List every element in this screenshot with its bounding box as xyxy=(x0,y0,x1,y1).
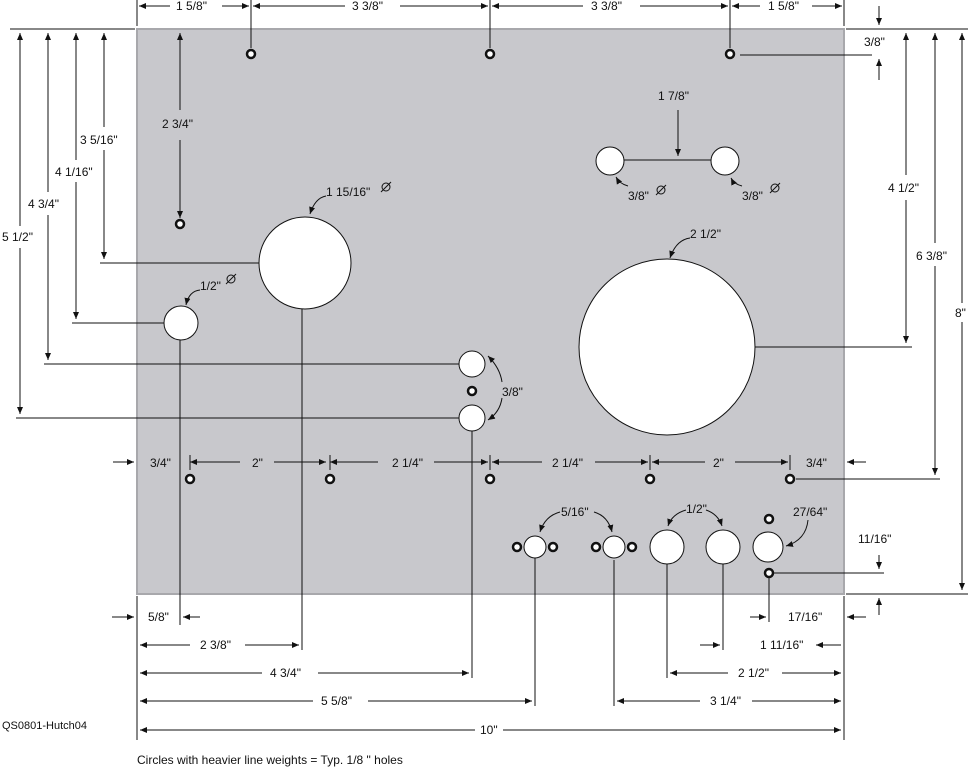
left-dim-3-5-16: 3 5/16" xyxy=(80,133,118,147)
drawing-id: QS0801-Hutch04 xyxy=(2,720,87,732)
bottom-dim-2-1-2: 2 1/2" xyxy=(738,666,769,680)
hole-eighth-bottom-4 xyxy=(626,541,638,553)
hole-eighth-row-4 xyxy=(644,473,656,485)
callout-stack-pair: 3/8" xyxy=(502,385,523,399)
hole-eighth-row-5 xyxy=(784,473,796,485)
callout-row-27-64: 27/64" xyxy=(793,505,827,519)
callout-big-left: 1 15/16" xyxy=(326,185,370,199)
left-dim-4-1-16: 4 1/16" xyxy=(55,165,93,179)
hole-pair-left xyxy=(595,146,625,176)
callout-pair-spacing: 1 7/8" xyxy=(658,89,689,103)
hole-eighth-row-1 xyxy=(184,473,196,485)
callout-small-left: 1/2" xyxy=(200,279,221,293)
mid-dim-3: 2 1/4" xyxy=(552,456,583,470)
bottom-dim-4-3-4: 4 3/4" xyxy=(270,666,301,680)
bottom-dim-17-16: 17/16" xyxy=(788,610,822,624)
hole-eighth-top-2 xyxy=(484,48,496,60)
hole-pair-right xyxy=(710,146,740,176)
right-dim-lower: 6 3/8" xyxy=(916,249,947,263)
right-dim-mid-large: 4 1/2" xyxy=(888,181,919,195)
hole-eighth-bottom-5 xyxy=(763,513,775,525)
bottom-dim-1-11-16: 1 11/16" xyxy=(760,638,803,652)
hole-row-1-2-a xyxy=(649,529,685,565)
hole-eighth-bottom-1 xyxy=(511,541,523,553)
top-dim-4: 1 5/8" xyxy=(768,0,799,13)
right-dim-bottom-offset: 11/16" xyxy=(858,532,891,546)
hole-eighth-bottom-6 xyxy=(763,567,775,579)
hole-large-right xyxy=(578,258,756,436)
hole-eighth-left xyxy=(174,218,186,230)
right-dim-overall: 8" xyxy=(955,306,966,320)
hole-large-left xyxy=(258,216,352,310)
hole-row-1-2-b xyxy=(705,529,741,565)
hole-eighth-bottom-3 xyxy=(590,541,602,553)
mid-dim-4: 2" xyxy=(713,456,724,470)
mid-dim-0: 3/4" xyxy=(150,456,171,470)
hole-eighth-bottom-2 xyxy=(547,541,559,553)
hole-row-27-64 xyxy=(752,531,784,563)
top-dim-1: 1 5/8" xyxy=(176,0,207,13)
mid-dim-1: 2" xyxy=(252,456,263,470)
bottom-dim-5-8: 5/8" xyxy=(148,610,169,624)
left-dim-2-3-4: 2 3/4" xyxy=(162,117,193,131)
diameter-symbol-pair-left xyxy=(656,185,666,195)
bottom-dim-overall: 10" xyxy=(480,723,498,737)
callout-row-5-16: 5/16" xyxy=(561,505,589,519)
hole-row-5-16-a xyxy=(523,535,547,559)
diameter-symbol-big-left xyxy=(381,182,391,192)
left-dim-5-1-2: 5 1/2" xyxy=(2,230,33,244)
bottom-dim-2-3-8: 2 3/8" xyxy=(200,638,231,652)
hole-half-left xyxy=(163,305,199,341)
callout-row-1-2: 1/2" xyxy=(686,502,707,516)
hole-eighth-row-2 xyxy=(324,473,336,485)
hole-stack-bottom xyxy=(458,404,486,432)
diameter-symbol-pair-right xyxy=(770,183,780,193)
hole-eighth-row-3 xyxy=(484,473,496,485)
top-dim-3: 3 3/8" xyxy=(591,0,622,13)
mid-dim-5: 3/4" xyxy=(806,456,827,470)
hole-eighth-top-1 xyxy=(245,48,257,60)
right-dim-top-offset: 3/8" xyxy=(864,35,885,49)
mid-dim-2: 2 1/4" xyxy=(392,456,423,470)
callout-pair-left: 3/8" xyxy=(628,189,649,203)
footnote: Circles with heavier line weights = Typ.… xyxy=(137,753,403,767)
callout-pair-right: 3/8" xyxy=(742,189,763,203)
left-dim-4-3-4: 4 3/4" xyxy=(28,197,59,211)
callout-big-right: 2 1/2" xyxy=(690,227,721,241)
hole-row-5-16-b xyxy=(602,535,626,559)
diameter-symbol-small-left xyxy=(226,274,236,284)
hole-eighth-stack-mid xyxy=(466,385,478,397)
hole-eighth-top-3 xyxy=(724,48,736,60)
hole-stack-top xyxy=(458,350,486,378)
top-dim-2: 3 3/8" xyxy=(352,0,383,13)
bottom-dim-3-1-4: 3 1/4" xyxy=(710,694,741,708)
bottom-dim-5-5-8: 5 5/8" xyxy=(321,694,352,708)
